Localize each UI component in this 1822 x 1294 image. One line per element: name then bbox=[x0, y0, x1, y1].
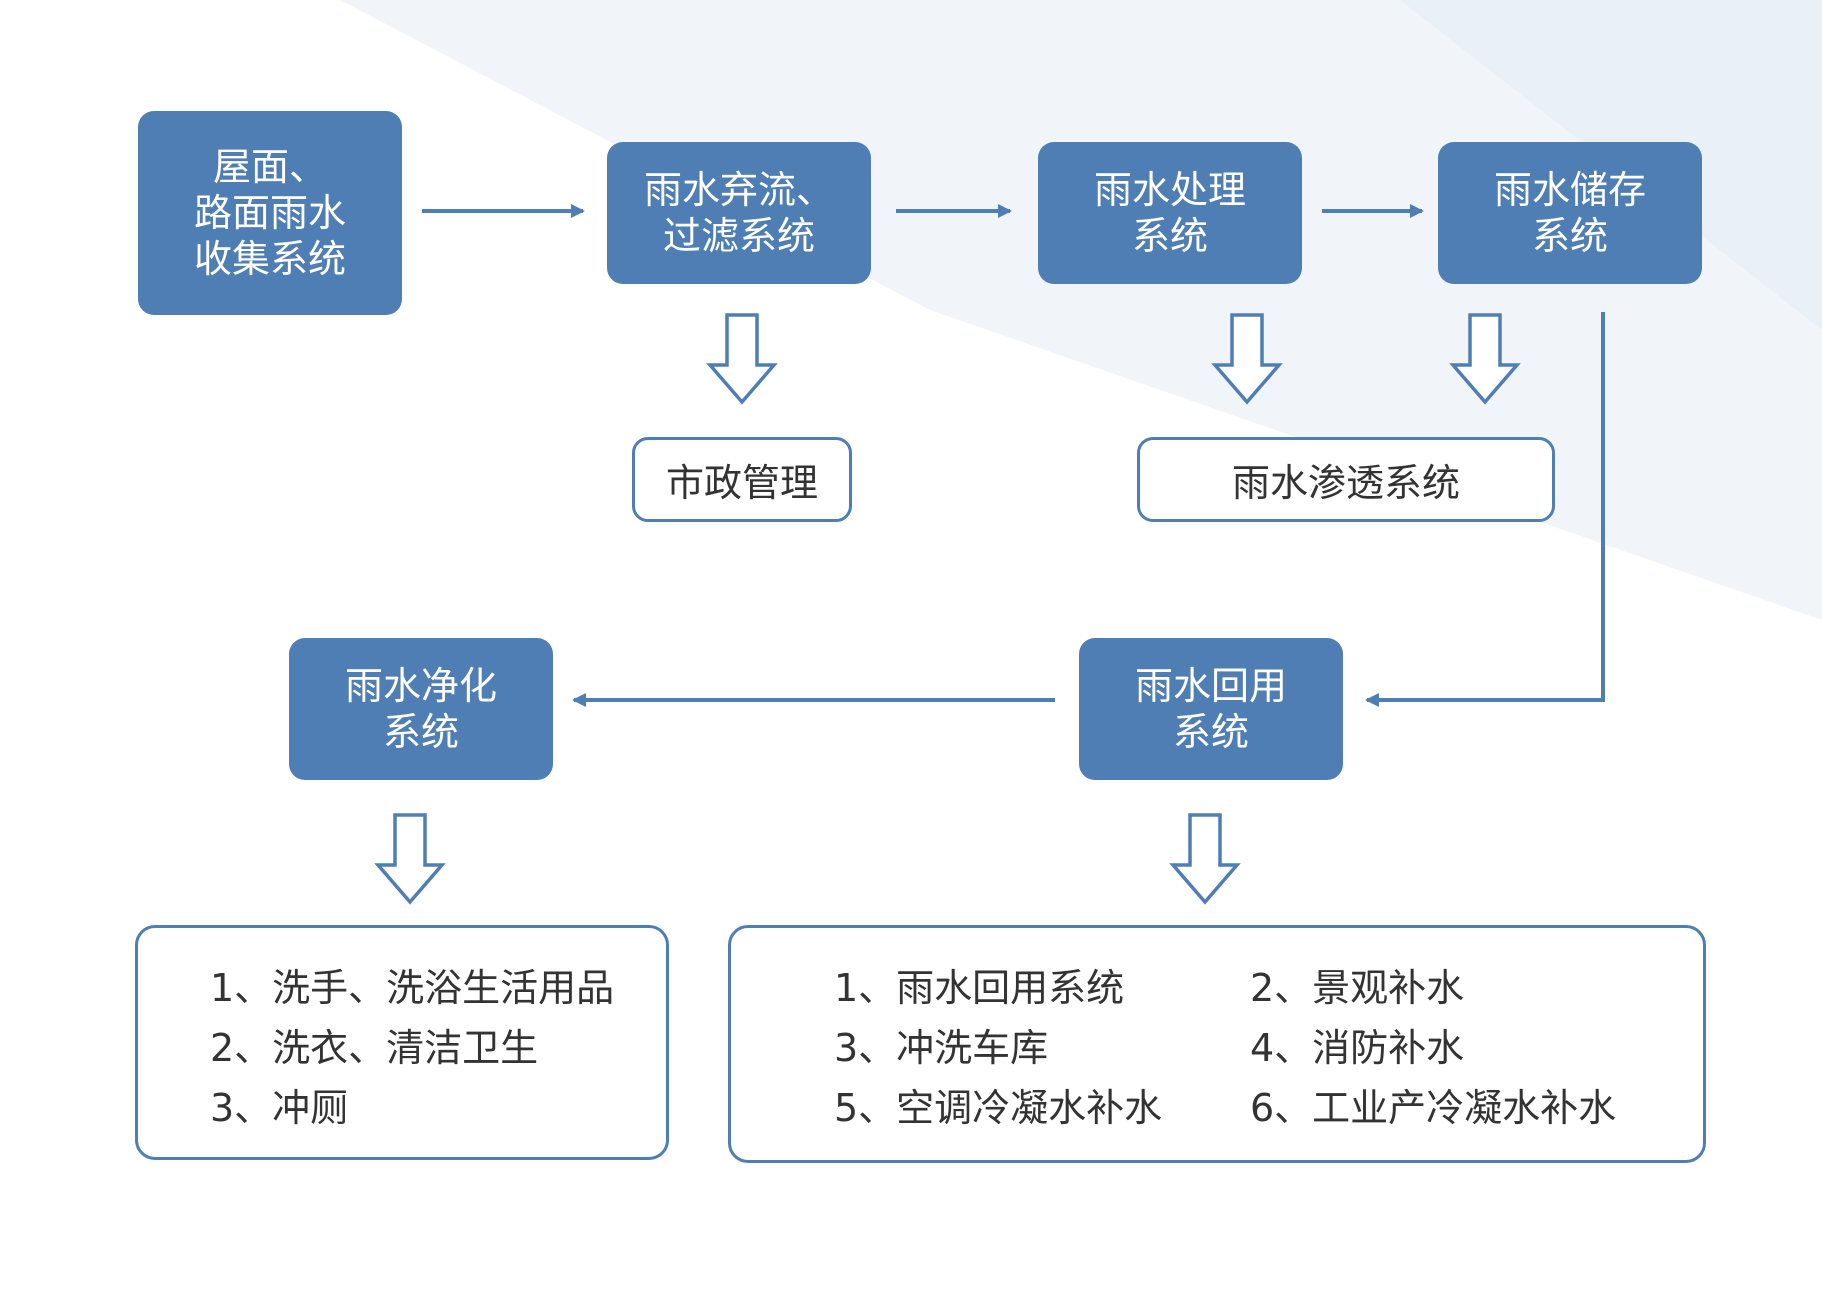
purification-uses-box bbox=[135, 925, 669, 1160]
hollow-arrow-purification-to-uses bbox=[374, 813, 446, 905]
arrow-storage-to-reuse bbox=[1365, 312, 1605, 707]
node-label-line: 系统 bbox=[1531, 214, 1608, 258]
list-item: 2、景观补水 bbox=[1250, 966, 1465, 1010]
node-label-line: 收集系统 bbox=[193, 237, 346, 281]
list-item: 1、洗手、洗浴生活用品 bbox=[210, 966, 615, 1010]
node-label-line: 雨水回用 bbox=[1134, 664, 1287, 708]
node-label-line: 雨水净化 bbox=[344, 664, 497, 708]
node-treatment: 雨水处理 系统 bbox=[1038, 142, 1302, 284]
node-purification: 雨水净化 系统 bbox=[289, 638, 553, 780]
list-item: 4、消防补水 bbox=[1250, 1026, 1465, 1070]
node-label-line: 雨水弃流、 bbox=[643, 168, 834, 212]
node-infiltration: 雨水渗透系统 bbox=[1137, 437, 1555, 522]
reuse-uses-list-left: 1、雨水回用系统 3、冲洗车库 5、空调冷凝水补水 bbox=[834, 958, 1162, 1138]
node-storage: 雨水储存 系统 bbox=[1438, 142, 1702, 284]
node-rainwater-collection: 屋面、 路面雨水 收集系统 bbox=[138, 111, 402, 315]
node-label-line: 路面雨水 bbox=[193, 191, 346, 235]
node-label-line: 系统 bbox=[1172, 710, 1249, 754]
node-label-line: 雨水储存 bbox=[1493, 168, 1646, 212]
hollow-arrow-reuse-to-uses bbox=[1169, 813, 1241, 905]
node-label-line: 系统 bbox=[1131, 214, 1208, 258]
hollow-arrow-treatment-to-infiltration bbox=[1211, 313, 1283, 405]
hollow-arrow-diverter-to-municipal bbox=[706, 313, 778, 405]
reuse-uses-box bbox=[728, 925, 1706, 1163]
list-item: 3、冲洗车库 bbox=[834, 1026, 1049, 1070]
hollow-arrow-storage-to-infiltration bbox=[1449, 313, 1521, 405]
reuse-uses-list-right: 2、景观补水 4、消防补水 6、工业产冷凝水补水 bbox=[1250, 958, 1616, 1138]
list-item: 6、工业产冷凝水补水 bbox=[1250, 1086, 1617, 1130]
node-diverter-filter: 雨水弃流、 过滤系统 bbox=[607, 142, 871, 284]
list-item: 3、冲厕 bbox=[210, 1086, 349, 1130]
node-municipal: 市政管理 bbox=[632, 437, 852, 522]
list-item: 1、雨水回用系统 bbox=[834, 966, 1125, 1010]
node-label: 雨水渗透系统 bbox=[1231, 461, 1460, 505]
purification-uses-list: 1、洗手、洗浴生活用品 2、洗衣、清洁卫生 3、冲厕 bbox=[210, 958, 614, 1138]
list-item: 5、空调冷凝水补水 bbox=[834, 1086, 1163, 1130]
node-label: 市政管理 bbox=[665, 461, 818, 505]
node-label-line: 过滤系统 bbox=[662, 214, 815, 258]
node-label-line: 系统 bbox=[382, 710, 459, 754]
node-label-line: 屋面、 bbox=[212, 145, 327, 189]
node-label-line: 雨水处理 bbox=[1093, 168, 1246, 212]
node-reuse: 雨水回用 系统 bbox=[1079, 638, 1343, 780]
list-item: 2、洗衣、清洁卫生 bbox=[210, 1026, 539, 1070]
